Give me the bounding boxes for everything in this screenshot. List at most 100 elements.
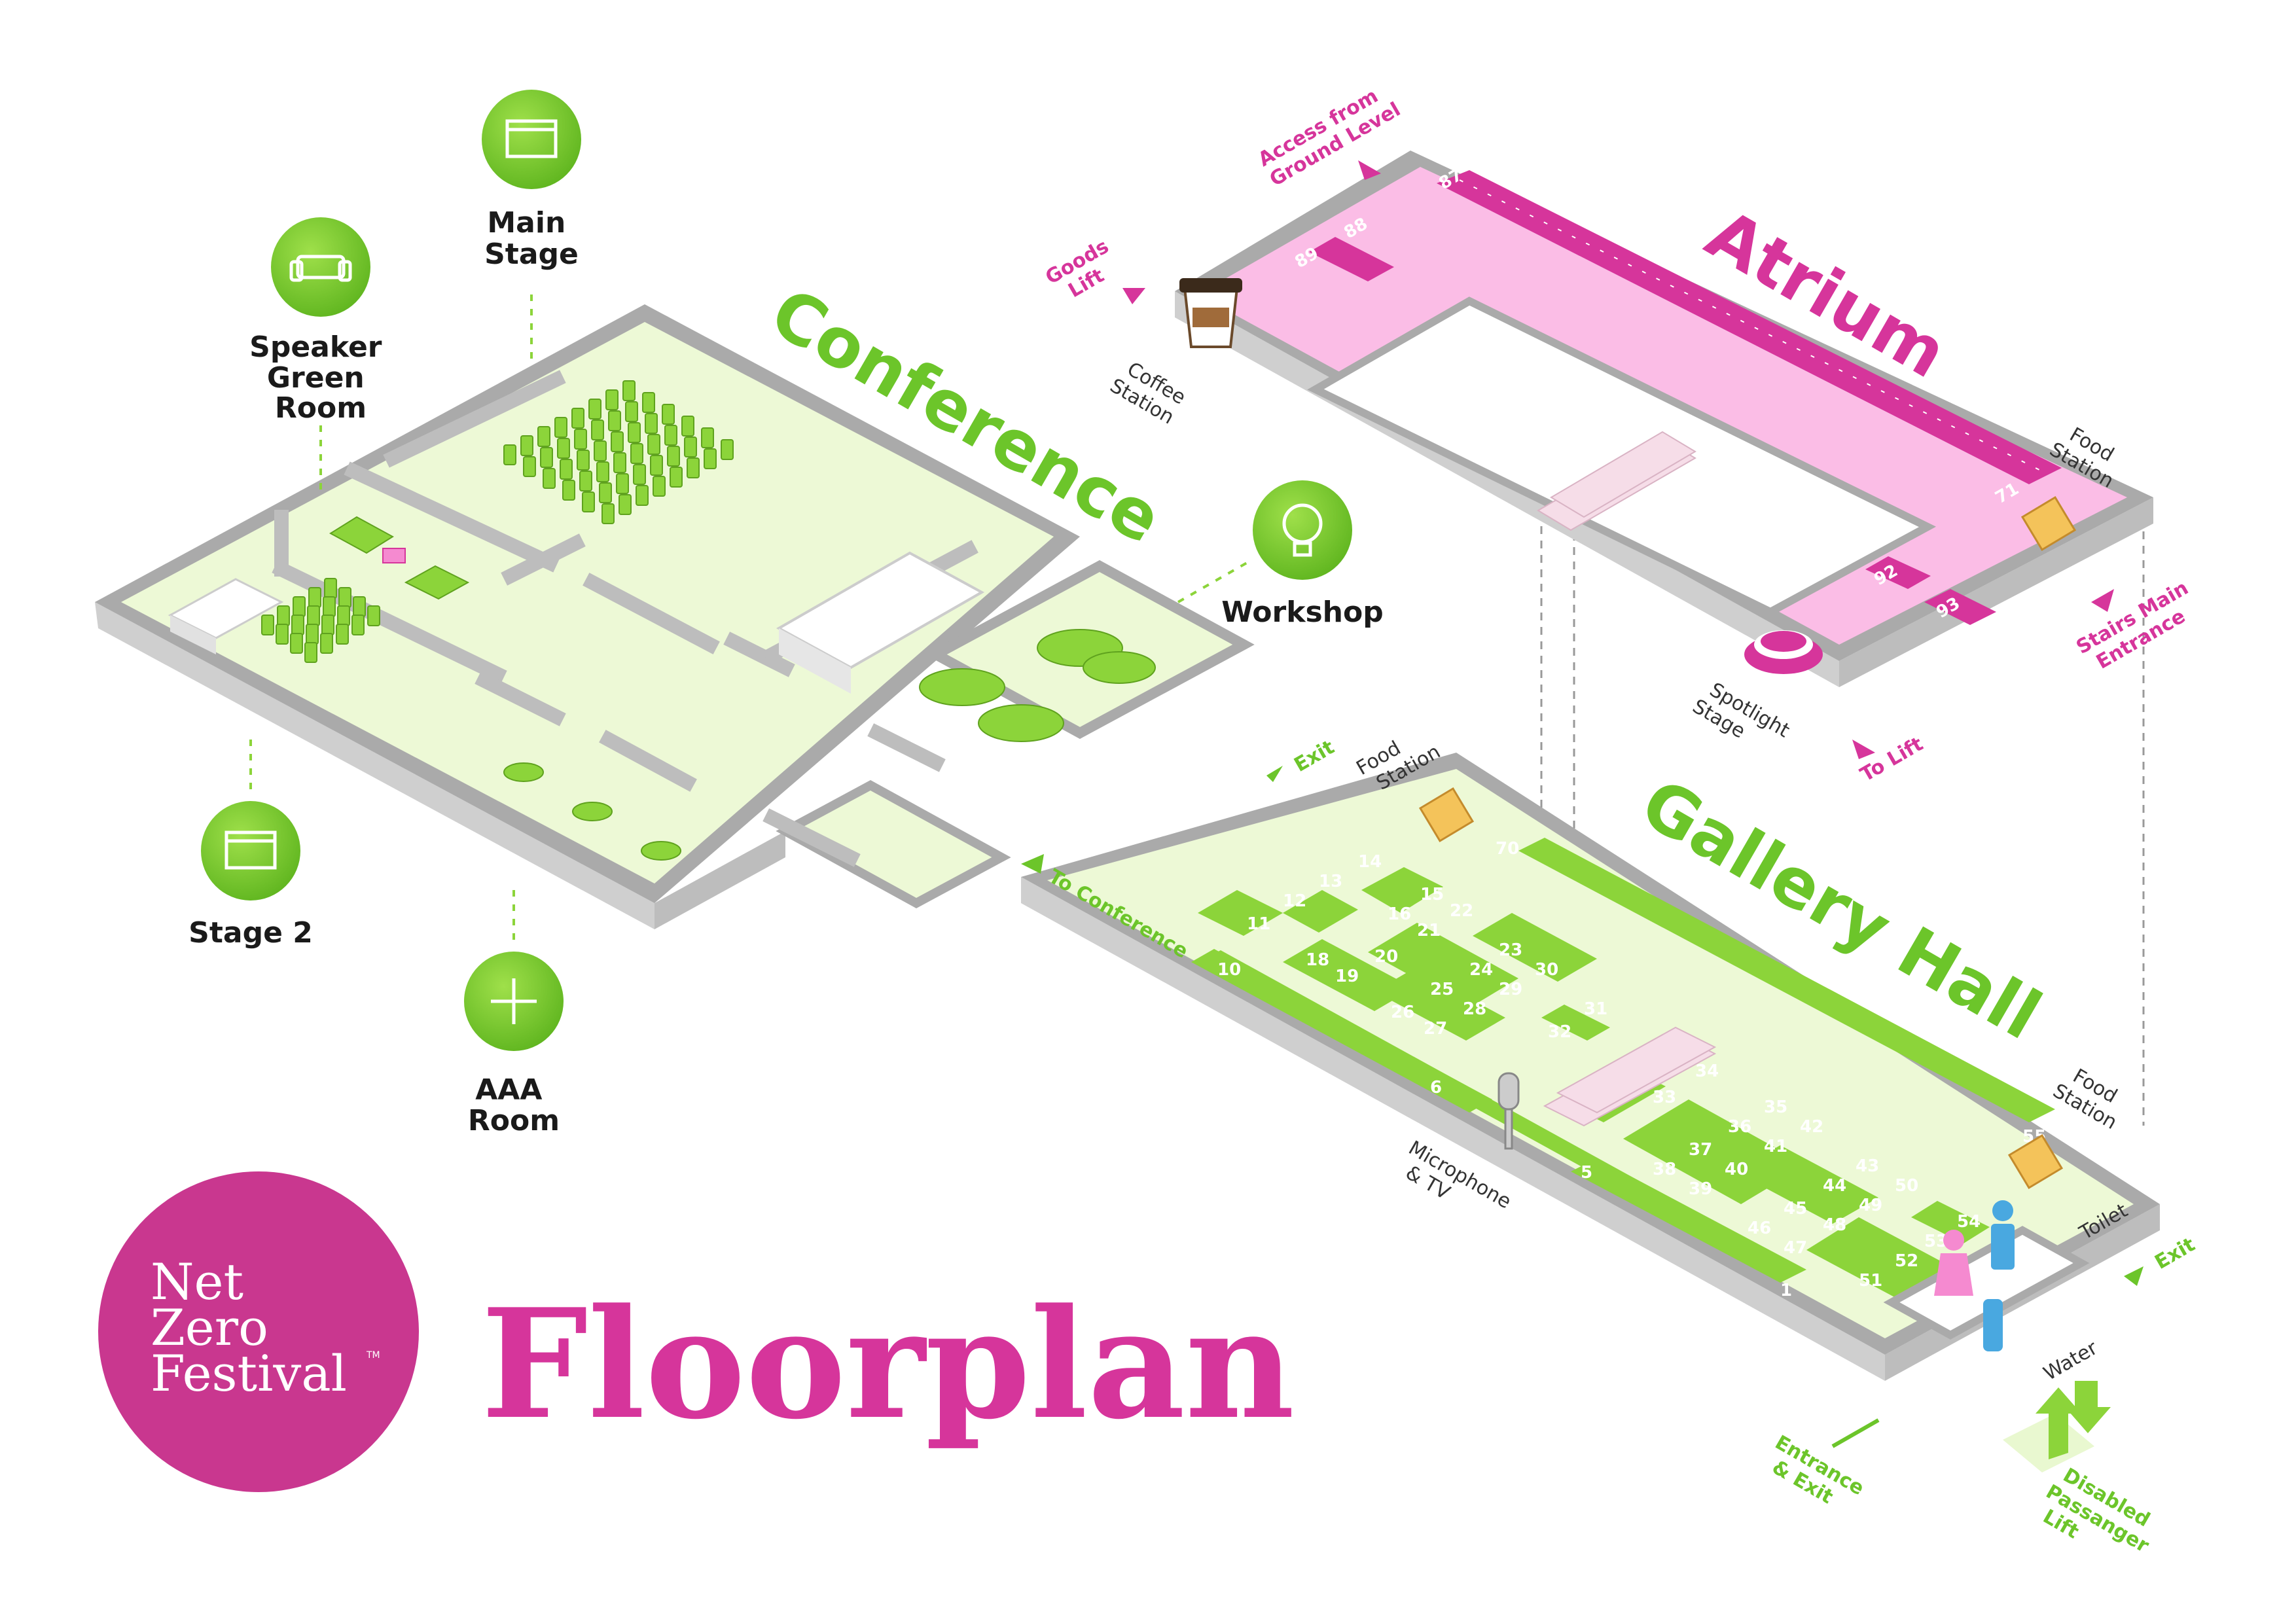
main-stage-seat [562,480,575,501]
main-stage-seat [588,399,601,419]
green-room-bubble[interactable] [271,217,370,317]
conference-cafe-tables [503,762,681,861]
atrium-stairs [1537,431,1696,531]
stage2-bubble[interactable] [201,801,300,901]
stand-25: 25 [1430,980,1454,999]
exit-top-label: Exit [1291,736,1338,777]
stand-21: 21 [1417,921,1441,940]
stand-26: 26 [1391,1003,1414,1022]
microphone-icon [1498,1072,1520,1150]
stand-52: 52 [1895,1251,1918,1271]
main-stage-seat [636,485,649,506]
stage2-seat [307,605,320,626]
stage2-seat [304,642,317,663]
main-stage-seat [721,439,734,460]
stand-6: 6 [1430,1078,1442,1097]
stand-1: 1 [1780,1281,1792,1300]
stage2-seat [367,605,380,626]
main-stage-seat [633,464,646,485]
entrance-exit-arrow-icon [1831,1418,1880,1448]
lightbulb-puzzle-icon [1282,503,1323,557]
water-label: Water [2040,1336,2102,1385]
aaa-room-label: AAA Room [468,1073,560,1137]
stand-38: 38 [1653,1160,1676,1179]
main-stage-seat [582,491,595,512]
stage2-seat [276,624,289,645]
stand-15: 15 [1420,885,1444,904]
atrium-floor [1175,151,2153,687]
stand-40: 40 [1725,1160,1748,1179]
stage2-seat [353,596,366,617]
main-stage-label: Main Stage [484,206,579,271]
stand-43: 43 [1856,1156,1879,1176]
stand-19: 19 [1335,967,1359,986]
main-stage-seat [664,425,677,446]
stage2-seat [261,615,274,635]
main-stage-bubble[interactable] [482,90,581,189]
main-stage-seat [557,438,570,459]
main-stage-seat [642,392,655,413]
stage2-seat [351,615,365,635]
toilet-figures [1934,1200,2015,1351]
main-stage-seat [540,447,553,468]
stage2-seat [338,587,351,608]
main-stage-seat [599,482,612,503]
stand-34: 34 [1695,1061,1719,1081]
workshop-bubble[interactable] [1253,480,1352,580]
main-stage-seat [608,410,621,431]
stand-41: 41 [1764,1137,1787,1156]
stand-20: 20 [1374,947,1398,967]
stand-36: 36 [1728,1117,1751,1137]
main-stage-seat [605,389,619,410]
main-stage-seat [662,404,675,425]
main-stage-seat [571,408,584,429]
stand-33: 33 [1653,1088,1676,1107]
stage-icon [224,830,277,870]
stage-icon [505,119,558,158]
stage2-platform [168,578,284,654]
spotlight-stage-label: Spotlight Stage [1689,675,1799,766]
main-stage-seat [681,416,694,437]
stand-5: 5 [1581,1163,1592,1183]
main-stage-seat [616,473,629,494]
main-stage-seat [628,422,641,443]
stand-16: 16 [1388,904,1411,924]
coffee-cup-icon [1179,278,1242,348]
logo-line-net: Net [151,1253,243,1311]
exit-bottom-label: Exit [2151,1233,2199,1274]
gallery-stand-numbers: 1 5 6 10 11 12 13 14 15 16 18 19 20 21 2… [1217,839,2046,1300]
main-stage-seat [594,440,607,461]
net-zero-festival-logo: Net Zero Festival TM [98,1171,419,1492]
stage2-seat [337,605,350,626]
stage2-seat [323,596,336,617]
goods-lift-label: Goods Lift [1042,232,1130,309]
main-stage-seat [537,426,550,447]
stand-11: 11 [1247,914,1270,934]
logo-line-zero: Zero [151,1298,268,1357]
main-stage-seat [687,457,700,478]
stage2-seat [290,633,303,654]
stand-39: 39 [1689,1179,1712,1199]
stand-32: 32 [1548,1022,1571,1042]
main-stage-seat [503,444,516,465]
stage2-seat [320,633,333,654]
stand-22: 22 [1450,901,1473,921]
to-lift-arrow-icon [1852,740,1875,759]
to-conference-arrow-icon [1021,854,1044,874]
stand-54: 54 [1957,1212,1981,1232]
stage2-seat [321,615,334,635]
main-stage-seat [611,431,624,452]
stand-35: 35 [1764,1097,1787,1117]
stage2-seat [277,605,290,626]
gallery-stairs [1543,1026,1717,1127]
main-stage-seat [650,455,663,476]
main-stage-seat [543,468,556,489]
aaa-room-bubble[interactable] [464,952,564,1051]
stand-48: 48 [1823,1215,1846,1235]
main-stage-seat [647,434,660,455]
stand-12: 12 [1283,891,1306,911]
disabled-lift-arrows [2003,1381,2111,1472]
main-stage-seat [701,427,714,448]
main-stage-seat [622,380,636,401]
stand-28: 28 [1463,999,1486,1019]
